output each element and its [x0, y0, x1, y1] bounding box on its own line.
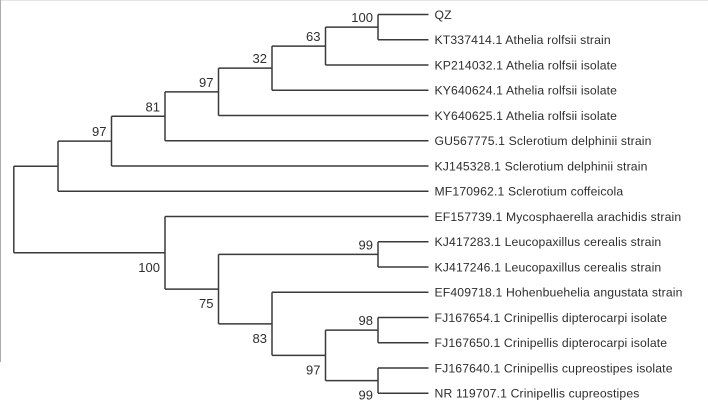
bootstrap-value: 100	[351, 10, 373, 25]
taxon-label: FJ167640.1 Crinipellis cupreostipes isol…	[435, 361, 673, 375]
taxon-label: EF409718.1 Hohenbuehelia angustata strai…	[435, 286, 683, 300]
taxon-label: FJ167654.1 Crinipellis dipterocarpi isol…	[435, 311, 668, 325]
bootstrap-value: 100	[138, 260, 160, 275]
top-edge-line	[0, 0, 708, 1]
taxon-label: FJ167650.1 Crinipellis dipterocarpi isol…	[435, 336, 668, 350]
taxon-label: MF170962.1 Sclerotium coffeicola	[435, 185, 624, 199]
bootstrap-value: 83	[253, 331, 267, 346]
left-edge-line	[0, 0, 1, 362]
taxon-label: KY640624.1 Athelia rolfsii isolate	[435, 84, 618, 98]
bootstrap-value: 98	[359, 313, 373, 328]
bootstrap-value: 97	[306, 362, 320, 377]
bootstrap-value: 32	[253, 51, 267, 66]
bootstrap-value: 99	[359, 388, 373, 403]
taxon-label: EF157739.1 Mycosphaerella arachidis stra…	[435, 210, 682, 224]
bootstrap-value: 81	[146, 99, 160, 114]
bootstrap-value: 63	[306, 29, 320, 44]
bootstrap-value: 75	[199, 296, 213, 311]
taxon-label: GU567775.1 Sclerotium delphinii strain	[435, 134, 652, 148]
taxon-label: KP214032.1 Athelia rolfsii isolate	[435, 58, 618, 72]
taxon-label: NR 119707.1 Crinipellis cupreostipes	[435, 387, 640, 401]
taxon-label: KJ145328.1 Sclerotium delphinii strain	[435, 159, 648, 173]
taxon-label: KJ417246.1 Leucopaxillus cerealis strain	[435, 260, 662, 274]
taxon-label: KT337414.1 Athelia rolfsii strain	[435, 33, 611, 47]
taxon-label: KY640625.1 Athelia rolfsii isolate	[435, 109, 618, 123]
bootstrap-value: 97	[92, 124, 106, 139]
bootstrap-value: 99	[359, 237, 373, 252]
bootstrap-value: 97	[199, 75, 213, 90]
taxon-label: KJ417283.1 Leucopaxillus cerealis strain	[435, 235, 662, 249]
taxon-label: QZ	[435, 8, 453, 22]
